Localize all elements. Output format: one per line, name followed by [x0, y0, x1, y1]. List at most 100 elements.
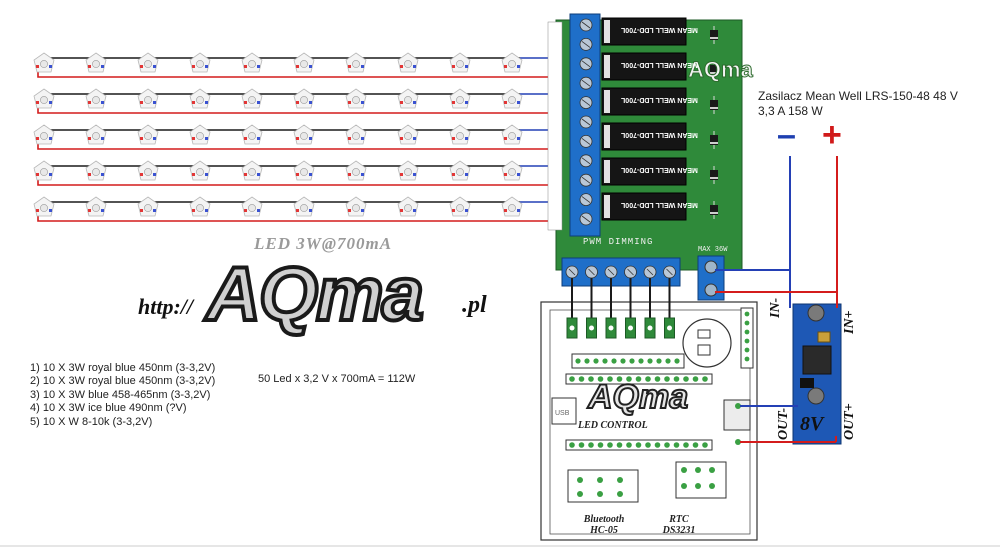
diode-body	[710, 30, 718, 40]
led-lens	[144, 96, 152, 104]
header-pin	[654, 442, 661, 448]
diode-band	[710, 107, 718, 109]
led-star	[345, 196, 367, 217]
led-star	[501, 124, 523, 145]
led-pad-minus	[517, 173, 520, 176]
diode-body	[710, 205, 718, 215]
led-lens	[92, 96, 100, 104]
led-pad-minus	[361, 173, 364, 176]
diode-body	[710, 135, 718, 145]
out-minus-label: OUT-	[776, 407, 791, 440]
driver-module-pins	[604, 55, 610, 78]
pwm-dimming-label: PWM DIMMING	[583, 237, 654, 247]
led-lens	[248, 96, 256, 104]
header-pin	[588, 442, 594, 448]
led-lens	[352, 96, 360, 104]
header-row-top	[571, 353, 685, 369]
terminal-screw-slot	[666, 268, 673, 276]
led-pad-plus	[504, 101, 507, 104]
header-pin	[617, 491, 623, 497]
header-pin	[607, 376, 613, 382]
led-pad-plus	[140, 173, 143, 176]
header-pin	[681, 483, 687, 489]
psu-minus-symbol: –	[777, 116, 796, 154]
header-pin	[626, 442, 632, 448]
led-lens	[508, 168, 516, 176]
terminal-screw-slot	[627, 268, 634, 276]
led-pad-plus	[400, 65, 403, 68]
led-pad-plus	[296, 173, 299, 176]
led-star	[137, 160, 159, 181]
header-pin	[569, 376, 575, 382]
led-lens	[300, 168, 308, 176]
led-pad-minus	[257, 173, 260, 176]
led-star	[33, 196, 55, 217]
power-terminal-screw-2	[704, 283, 718, 297]
led-star	[33, 88, 55, 109]
led-star	[397, 160, 419, 181]
led-star	[449, 124, 471, 145]
board-brand-logo: AQma	[587, 377, 689, 417]
led-pad-minus	[101, 173, 104, 176]
led-pad-minus	[257, 101, 260, 104]
diode-band	[710, 72, 718, 74]
led-star	[293, 88, 315, 109]
led-list-item: 1) 10 X 3W royal blue 450nm (3-3,2V)	[30, 362, 216, 374]
terminal-screw-slot	[607, 268, 615, 276]
header-pin	[735, 439, 741, 445]
buzzer-pad	[697, 329, 711, 339]
terminal-screw-slot	[588, 268, 595, 276]
header-pin	[744, 338, 750, 344]
led-star	[293, 52, 315, 73]
led-pad-minus	[413, 173, 416, 176]
led-star	[189, 160, 211, 181]
terminal-screw-slot	[581, 118, 591, 126]
led-lens	[508, 60, 516, 68]
pwm-signal-wires	[566, 278, 675, 339]
led-lens	[40, 96, 48, 104]
led-pad-plus	[244, 209, 247, 212]
buzzer	[682, 318, 732, 368]
header-pin	[620, 358, 626, 364]
led-lens	[92, 168, 100, 176]
led-pad-minus	[309, 137, 312, 140]
led-star	[397, 88, 419, 109]
driver-modules	[601, 17, 687, 221]
led-list-item: 5) 10 X W 8-10k (3-3,2V)	[30, 415, 153, 428]
usb-port	[551, 397, 577, 425]
pwm-pad-hole	[589, 325, 594, 331]
terminal-screw-slot	[581, 79, 591, 87]
led-lens	[352, 204, 360, 212]
driver-module-label: MEAN WELL LDD-700L	[621, 166, 698, 173]
led-lens	[196, 132, 204, 140]
header-pin	[645, 376, 651, 382]
header-pin	[597, 376, 604, 382]
led-pad-minus	[205, 65, 208, 68]
led-grid	[33, 52, 523, 217]
led-pad-minus	[101, 65, 104, 68]
led-pad-plus	[296, 209, 299, 212]
led-pad-minus	[101, 101, 104, 104]
regulator-ic	[800, 378, 814, 388]
led-pad-minus	[205, 209, 208, 212]
led-pad-minus	[361, 137, 364, 140]
led-pad-minus	[153, 173, 156, 176]
led-lens	[404, 60, 412, 68]
led-pad-minus	[413, 65, 416, 68]
terminal-screw-slot	[646, 268, 654, 276]
led-pad-plus	[400, 173, 403, 176]
led-lens	[300, 132, 308, 140]
led-star	[397, 196, 419, 217]
led-pad-plus	[192, 173, 195, 176]
led-pad-plus	[192, 137, 195, 140]
header-pin	[584, 358, 590, 364]
header-pin	[673, 376, 680, 382]
driver-module-pins	[604, 160, 610, 183]
max-power-label: MAX 36W	[698, 246, 728, 254]
led-star	[293, 196, 315, 217]
led-star	[33, 160, 55, 181]
header-pin	[702, 442, 708, 448]
led-lens	[248, 132, 256, 140]
header-pin	[597, 477, 603, 483]
header-pin	[709, 467, 715, 473]
